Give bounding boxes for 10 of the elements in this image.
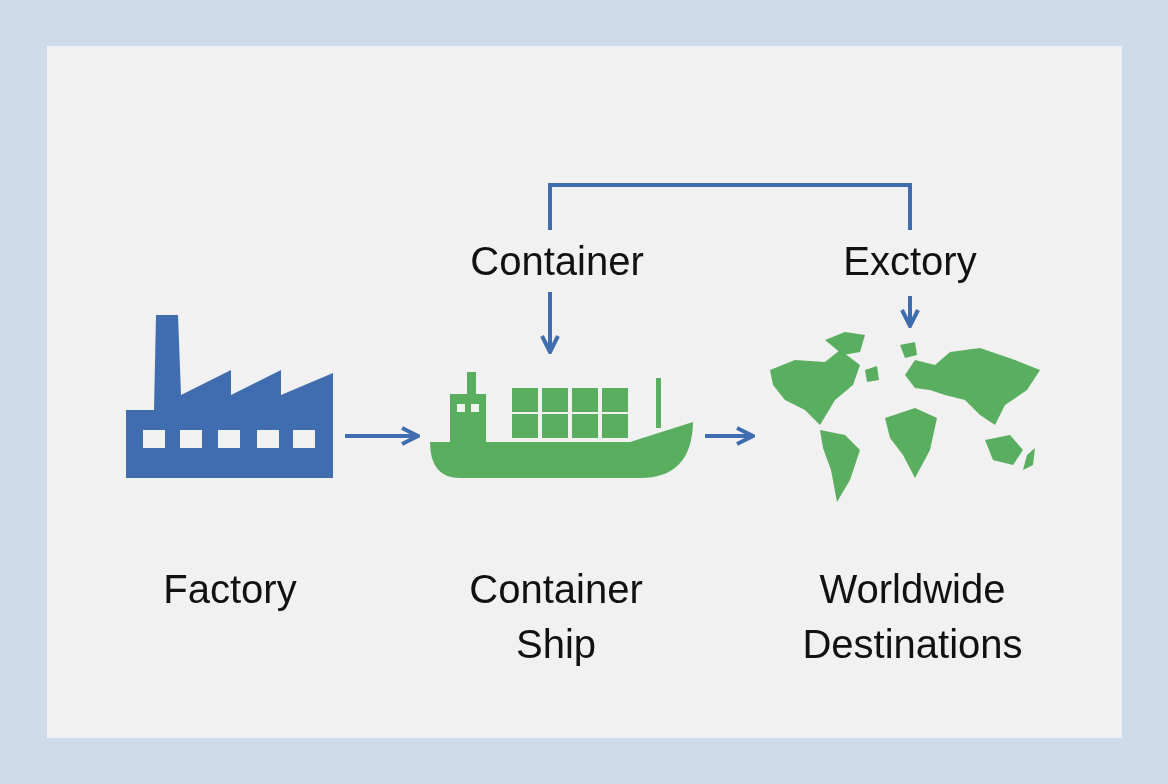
- node-label: Container: [447, 236, 667, 286]
- arrow: [345, 426, 420, 446]
- arrow: [705, 426, 755, 446]
- arrow: [900, 296, 920, 328]
- node-caption: Worldwide Destinations: [801, 566, 1024, 668]
- node-label: Exctory: [820, 236, 1000, 286]
- node-caption: Container Ship: [468, 566, 644, 668]
- bracket-connector: [548, 183, 912, 230]
- arrow: [540, 292, 560, 354]
- node-caption: Factory: [162, 566, 298, 613]
